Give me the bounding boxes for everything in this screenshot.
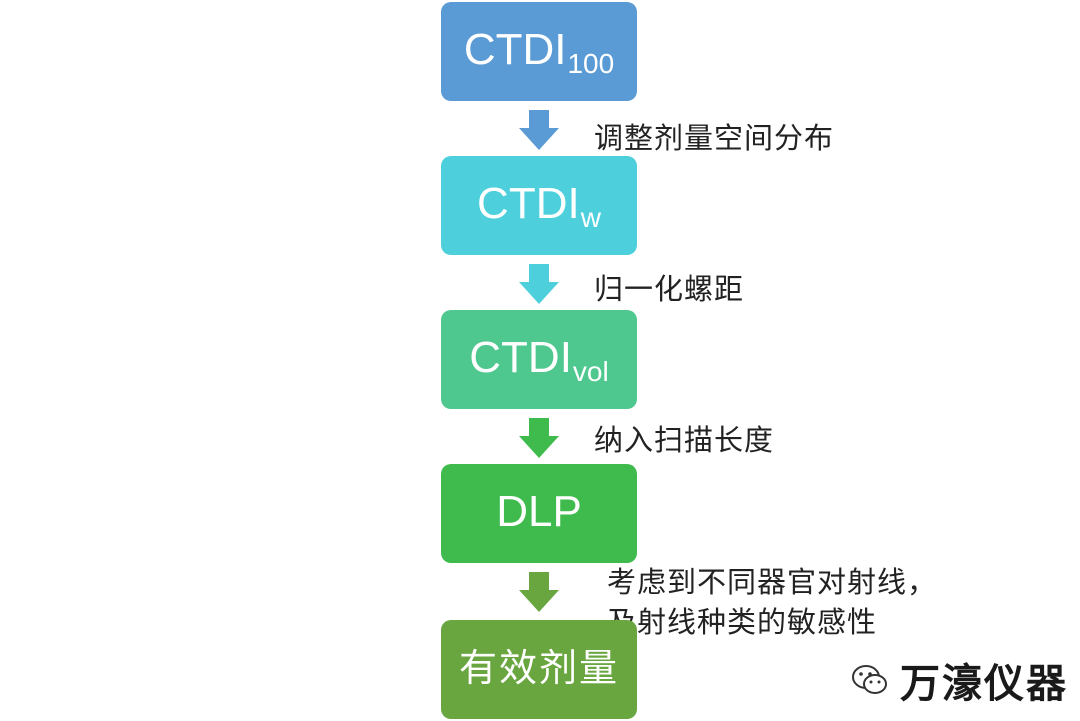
box-main-text: 有效剂量: [458, 645, 619, 690]
step-label-organ-sensitivity: 考虑到不同器官对射线， 及射线种类的敏感性: [607, 562, 937, 642]
box-main-text: CTDI: [469, 332, 572, 382]
watermark-text: 万濠仪器: [900, 661, 1068, 707]
down-arrow-icon: [519, 110, 559, 150]
step-label-line: 考虑到不同器官对射线，: [607, 565, 938, 599]
box-main-text: CTDI: [463, 24, 567, 74]
watermark: 万濠仪器: [850, 651, 1068, 709]
step-label-line: 调整剂量空间分布: [594, 121, 835, 155]
box-main-text: DLP: [496, 486, 582, 536]
step-label-line: 及射线种类的敏感性: [607, 605, 878, 639]
step-label-normalize-pitch: 归一化螺距: [594, 266, 744, 308]
step-label-adjust-distribution: 调整剂量空间分布: [594, 115, 834, 157]
step-label-line: 纳入扫描长度: [594, 423, 775, 457]
down-arrow-icon: [519, 264, 559, 304]
box-subscript: w: [580, 201, 601, 233]
down-arrow-icon: [519, 418, 559, 458]
down-arrow-icon: [519, 572, 559, 612]
flow-box-effective-dose: 有效剂量: [441, 620, 637, 719]
wechat-icon: [852, 665, 887, 694]
flow-box-dlp: DLP: [441, 464, 637, 563]
box-main-text: CTDI: [477, 178, 580, 228]
step-label-line: 归一化螺距: [594, 272, 745, 306]
box-subscript: 100: [567, 47, 615, 79]
box-subscript: vol: [572, 355, 609, 387]
step-label-scan-length: 纳入扫描长度: [594, 417, 774, 459]
